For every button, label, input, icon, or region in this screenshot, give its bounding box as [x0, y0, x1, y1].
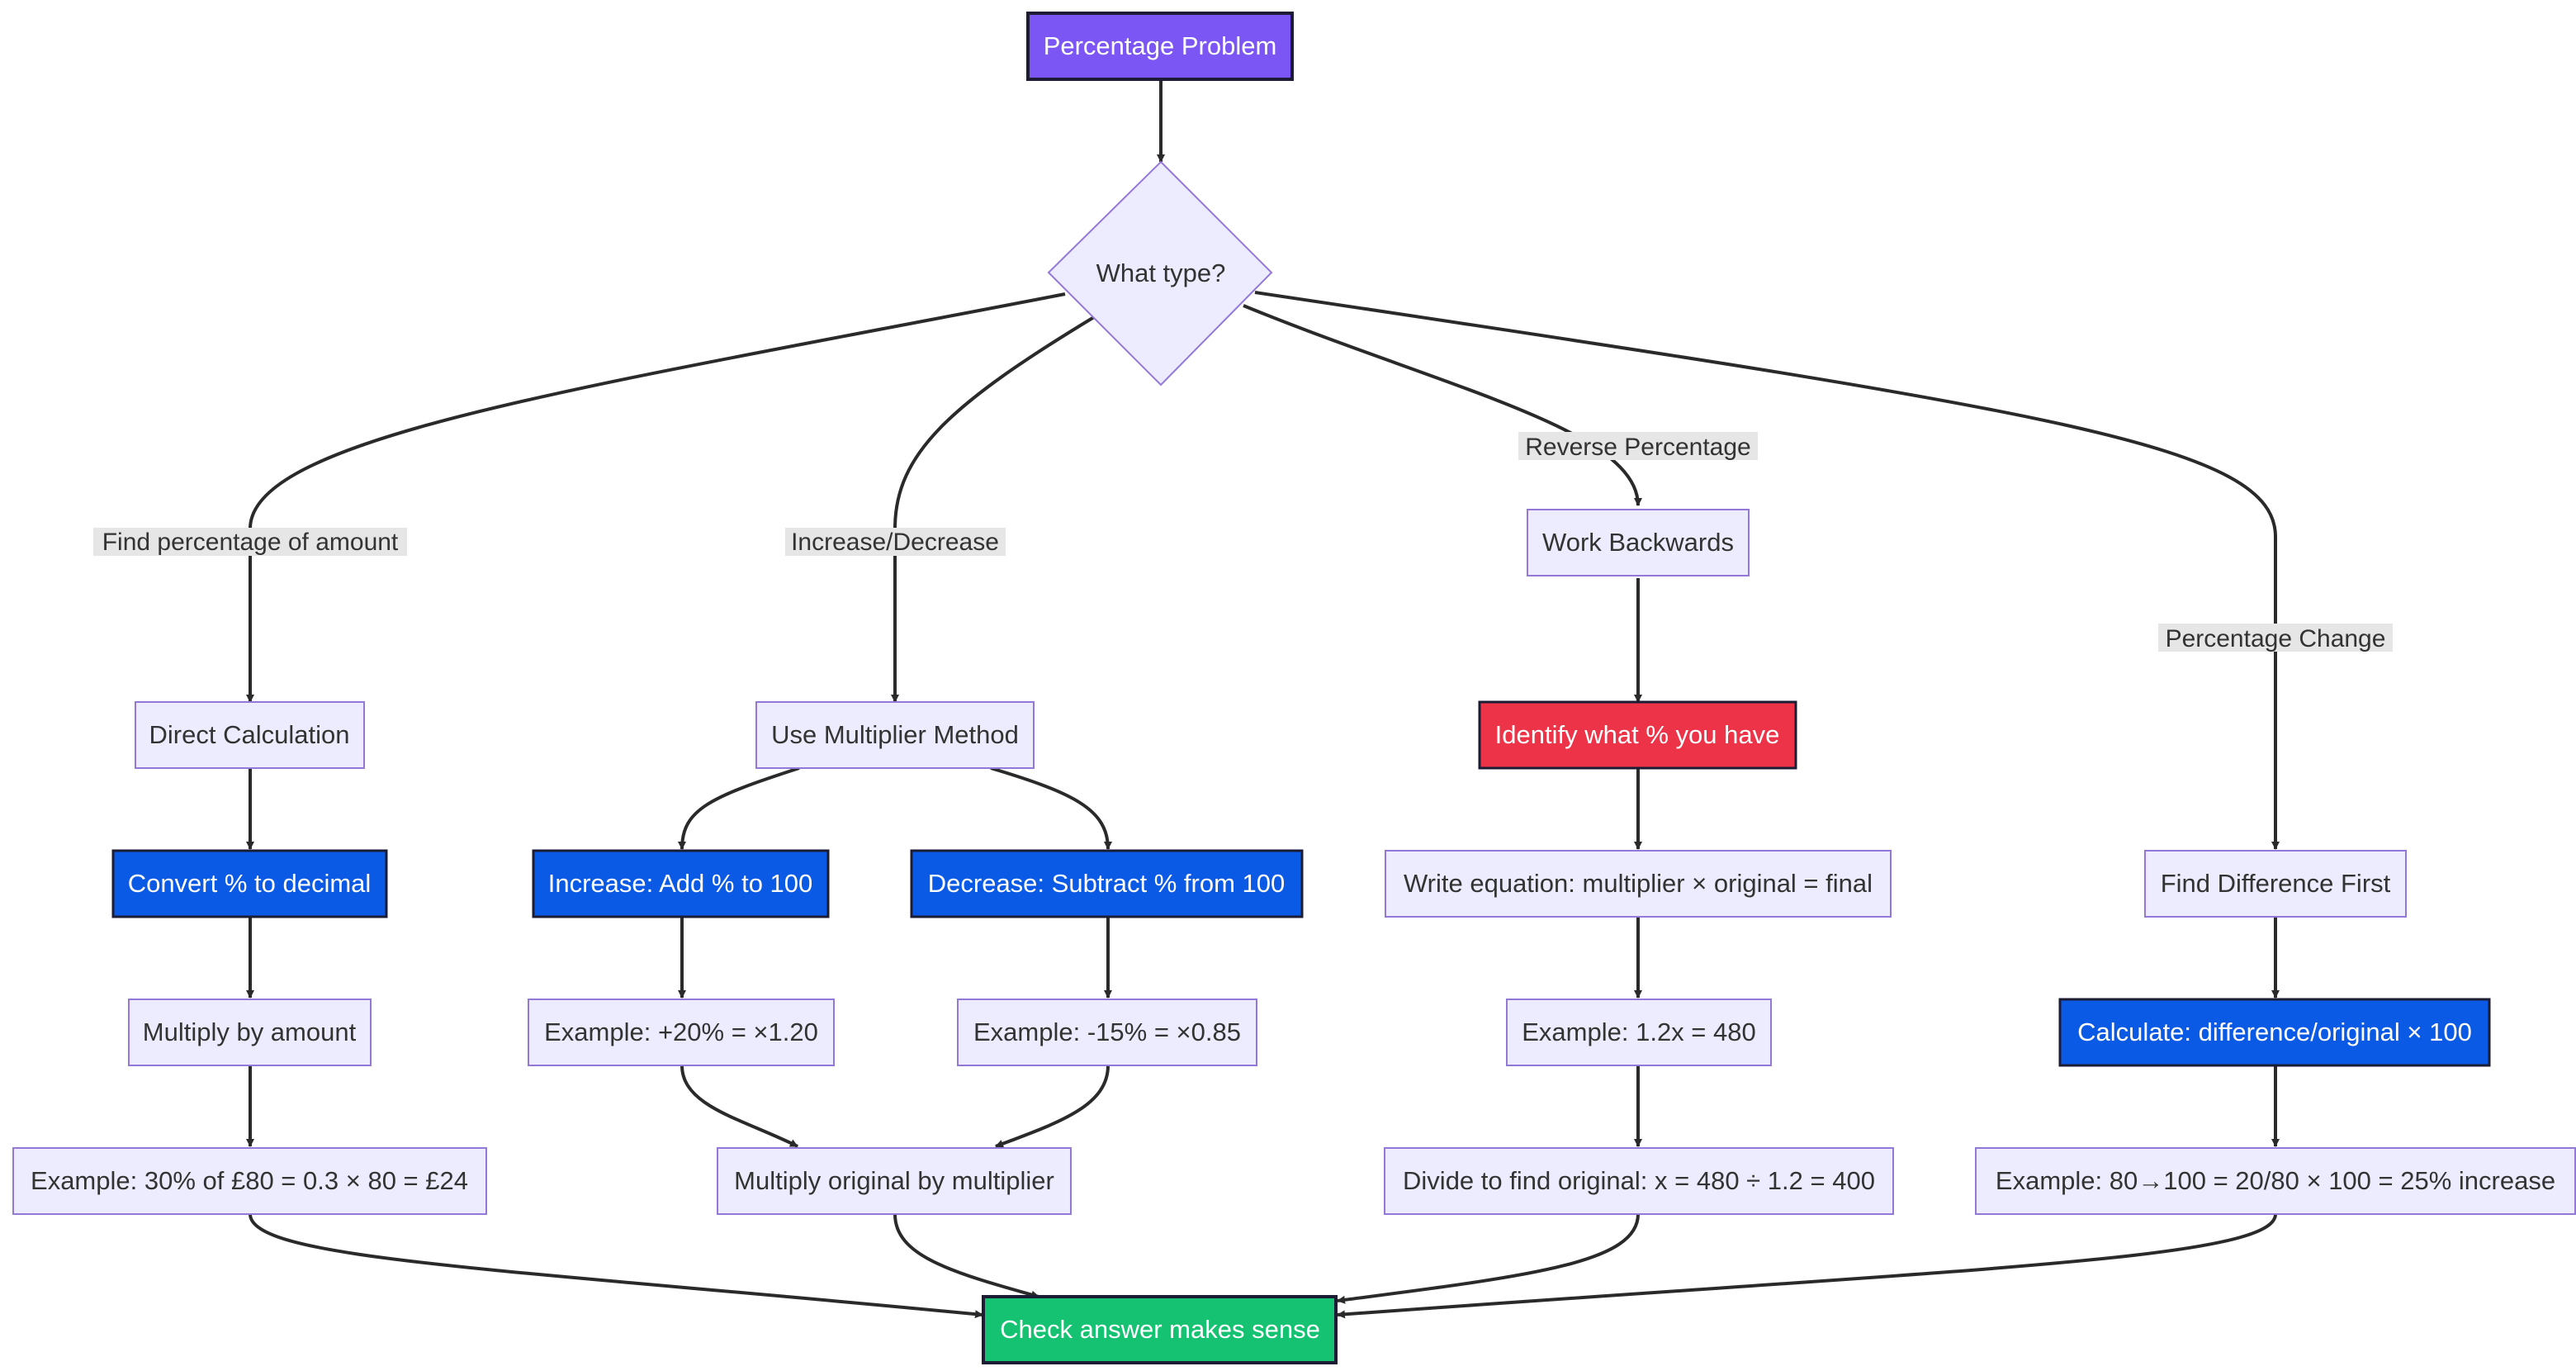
node-divide-original-label: Divide to find original: x = 480 ÷ 1.2 =… [1403, 1166, 1875, 1195]
node-identify-percent-label: Identify what % you have [1495, 720, 1780, 749]
edge-example-direct-to-check [249, 1213, 983, 1319]
node-find-difference-label: Find Difference First [2161, 869, 2391, 898]
node-write-equation: Write equation: multiplier × original = … [1385, 850, 1892, 918]
edge-decision-to-work-backwards [1243, 304, 1642, 506]
node-convert-to-decimal: Convert % to decimal [111, 849, 388, 918]
node-example-direct: Example: 30% of £80 = 0.3 × 80 = £24 [12, 1147, 487, 1215]
node-example-increase: Example: +20% = ×1.20 [528, 999, 835, 1066]
node-example-decrease-label: Example: -15% = ×0.85 [973, 1018, 1241, 1046]
node-calculate-difference-label: Calculate: difference/original × 100 [2077, 1018, 2472, 1046]
node-example-reverse-label: Example: 1.2x = 480 [1522, 1018, 1755, 1046]
node-multiply-original: Multiply original by multiplier [717, 1147, 1072, 1215]
node-multiply-by-amount-label: Multiply by amount [143, 1018, 357, 1046]
node-write-equation-label: Write equation: multiplier × original = … [1404, 869, 1873, 898]
node-percentage-problem-label: Percentage Problem [1044, 31, 1277, 60]
node-check-answer: Check answer makes sense [982, 1295, 1338, 1364]
node-what-type-decision: What type? [1047, 160, 1273, 387]
node-work-backwards-label: Work Backwards [1542, 528, 1734, 557]
edge-decision-to-direct [246, 292, 1066, 703]
edge-decision-to-find-difference [1254, 291, 2280, 850]
edge-decision-to-multiplier [891, 315, 1096, 703]
edge-label-percentage-change-text: Percentage Change [2166, 625, 2386, 652]
edge-label-find-percentage-text: Find percentage of amount [102, 529, 399, 556]
node-decrease-subtract-label: Decrease: Subtract % from 100 [928, 869, 1285, 898]
node-example-reverse: Example: 1.2x = 480 [1506, 999, 1772, 1066]
edge-label-find-percentage: Find percentage of amount [93, 528, 407, 556]
node-find-difference: Find Difference First [2144, 850, 2407, 918]
node-example-change-label: Example: 80→100 = 20/80 × 100 = 25% incr… [1996, 1166, 2555, 1195]
node-convert-to-decimal-label: Convert % to decimal [128, 869, 372, 898]
edge-example-increase-to-multiply-original [680, 1065, 798, 1148]
nodes: Percentage Problem What type? Direct Cal… [12, 12, 2576, 1364]
node-increase-add: Increase: Add % to 100 [532, 849, 830, 918]
node-example-decrease: Example: -15% = ×0.85 [957, 999, 1257, 1066]
node-decrease-subtract: Decrease: Subtract % from 100 [910, 849, 1304, 918]
node-what-type-label: What type? [1096, 259, 1226, 287]
node-divide-original: Divide to find original: x = 480 ÷ 1.2 =… [1384, 1147, 1894, 1215]
edges [246, 79, 2280, 1319]
node-calculate-difference: Calculate: difference/original × 100 [2058, 998, 2491, 1067]
edge-example-decrease-to-multiply-original [995, 1065, 1110, 1148]
edge-label-reverse-percentage-text: Reverse Percentage [1525, 434, 1751, 461]
node-direct-calculation-label: Direct Calculation [149, 720, 350, 749]
edge-labels: Find percentage of amount Increase/Decre… [93, 432, 2393, 652]
node-increase-add-label: Increase: Add % to 100 [548, 869, 813, 898]
edge-multiplier-to-increase [678, 766, 800, 850]
node-use-multiplier-method: Use Multiplier Method [755, 701, 1035, 769]
node-example-increase-label: Example: +20% = ×1.20 [544, 1018, 818, 1046]
node-work-backwards: Work Backwards [1527, 509, 1750, 576]
node-multiply-original-label: Multiply original by multiplier [734, 1166, 1054, 1195]
edge-multiplier-to-decrease [990, 766, 1112, 850]
node-multiply-by-amount: Multiply by amount [128, 999, 372, 1066]
node-identify-percent: Identify what % you have [1478, 700, 1797, 770]
edge-label-percentage-change: Percentage Change [2158, 624, 2393, 652]
edge-multiply-original-to-check [893, 1213, 1039, 1299]
node-example-direct-label: Example: 30% of £80 = 0.3 × 80 = £24 [31, 1166, 468, 1195]
node-percentage-problem: Percentage Problem [1026, 12, 1294, 81]
edge-label-reverse-percentage: Reverse Percentage [1518, 432, 1758, 461]
node-use-multiplier-method-label: Use Multiplier Method [771, 720, 1019, 749]
edge-label-increase-decrease-text: Increase/Decrease [791, 529, 999, 556]
edge-example-change-to-check [1337, 1213, 2277, 1319]
node-example-change: Example: 80→100 = 20/80 × 100 = 25% incr… [1975, 1147, 2576, 1215]
edge-label-increase-decrease: Increase/Decrease [785, 528, 1006, 556]
node-check-answer-label: Check answer makes sense [1000, 1315, 1320, 1344]
node-direct-calculation: Direct Calculation [135, 701, 365, 769]
edge-divide-to-check [1337, 1213, 1640, 1304]
